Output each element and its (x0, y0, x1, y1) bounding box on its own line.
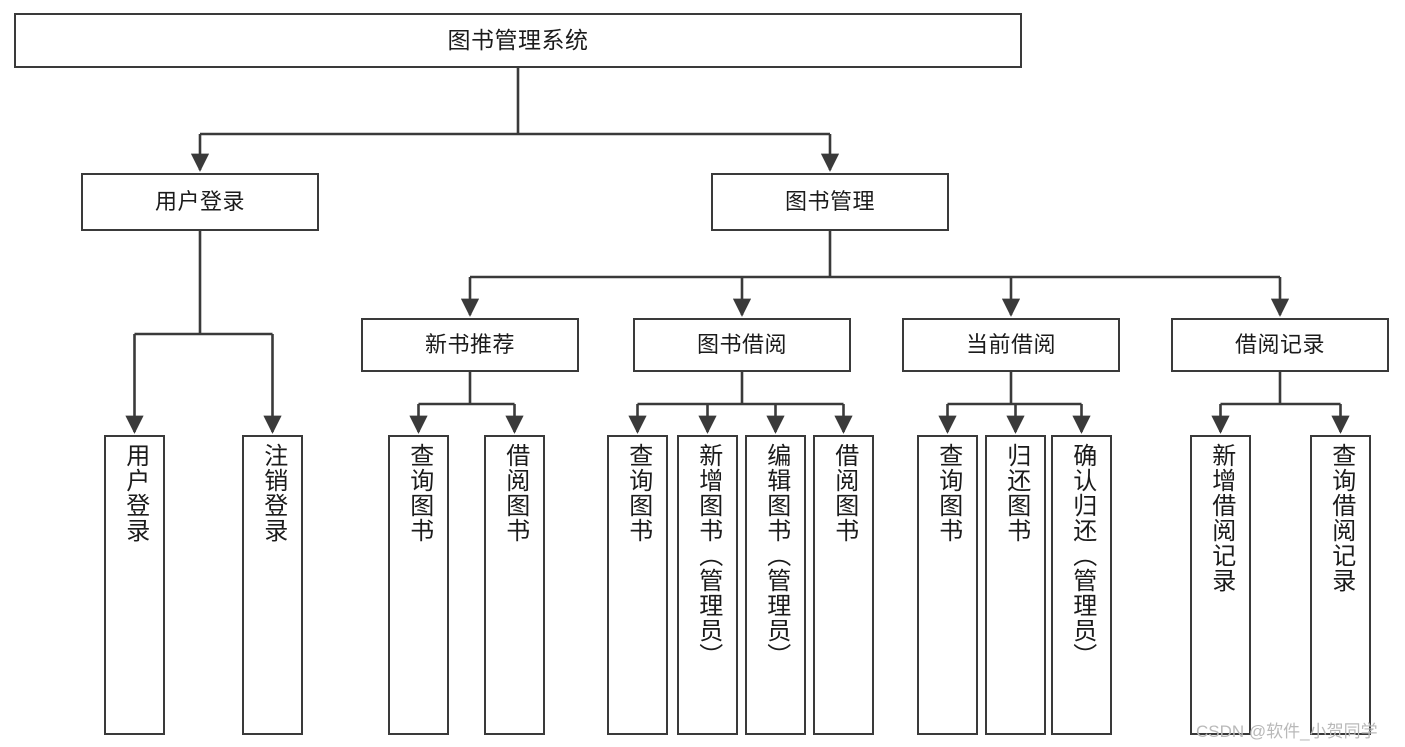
node-label: 查询借阅记录 (1327, 443, 1355, 593)
node-label: 确认归还（管理员） (1068, 443, 1096, 668)
node-leaf-borrow-book-2[interactable]: 借阅图书 (813, 435, 874, 735)
node-label: 新书推荐 (424, 332, 515, 358)
node-label: 编辑图书（管理员） (762, 443, 790, 668)
node-label: 借阅图书 (501, 443, 529, 543)
node-current-borrow[interactable]: 当前借阅 (902, 318, 1120, 372)
node-user-login[interactable]: 用户登录 (81, 173, 319, 231)
node-leaf-edit-book[interactable]: 编辑图书（管理员） (745, 435, 806, 735)
node-label: 新增借阅记录 (1207, 443, 1235, 593)
node-root[interactable]: 图书管理系统 (14, 13, 1022, 68)
node-leaf-confirm-return[interactable]: 确认归还（管理员） (1051, 435, 1112, 735)
node-label: 查询图书 (934, 443, 962, 543)
csdn-watermark: CSDN @软件_小贺同学 (1196, 722, 1378, 741)
node-label: 注销登录 (259, 443, 287, 543)
node-leaf-query-book-3[interactable]: 查询图书 (917, 435, 978, 735)
node-label: 用户登录 (121, 443, 149, 543)
node-leaf-add-book[interactable]: 新增图书（管理员） (677, 435, 738, 735)
node-leaf-query-record[interactable]: 查询借阅记录 (1310, 435, 1371, 735)
node-label: 当前借阅 (965, 332, 1056, 358)
node-label: 查询图书 (624, 443, 652, 543)
node-label: 图书管理 (784, 189, 875, 215)
node-label: 归还图书 (1002, 443, 1030, 543)
node-leaf-query-book-1[interactable]: 查询图书 (388, 435, 449, 735)
node-label: 图书借阅 (696, 332, 787, 358)
node-leaf-borrow-book-1[interactable]: 借阅图书 (484, 435, 545, 735)
node-label: 借阅记录 (1234, 332, 1325, 358)
node-leaf-add-record[interactable]: 新增借阅记录 (1190, 435, 1251, 735)
node-leaf-query-book-2[interactable]: 查询图书 (607, 435, 668, 735)
node-borrow-record[interactable]: 借阅记录 (1171, 318, 1389, 372)
node-label: 图书管理系统 (447, 26, 589, 53)
node-label: 查询图书 (405, 443, 433, 543)
node-label: 新增图书（管理员） (694, 443, 722, 668)
node-label: 借阅图书 (830, 443, 858, 543)
node-new-book-rec[interactable]: 新书推荐 (361, 318, 579, 372)
node-label: 用户登录 (154, 189, 245, 215)
node-leaf-return-book[interactable]: 归还图书 (985, 435, 1046, 735)
node-leaf-logout[interactable]: 注销登录 (242, 435, 303, 735)
node-leaf-user-login[interactable]: 用户登录 (104, 435, 165, 735)
node-book-borrow[interactable]: 图书借阅 (633, 318, 851, 372)
node-book-manage[interactable]: 图书管理 (711, 173, 949, 231)
